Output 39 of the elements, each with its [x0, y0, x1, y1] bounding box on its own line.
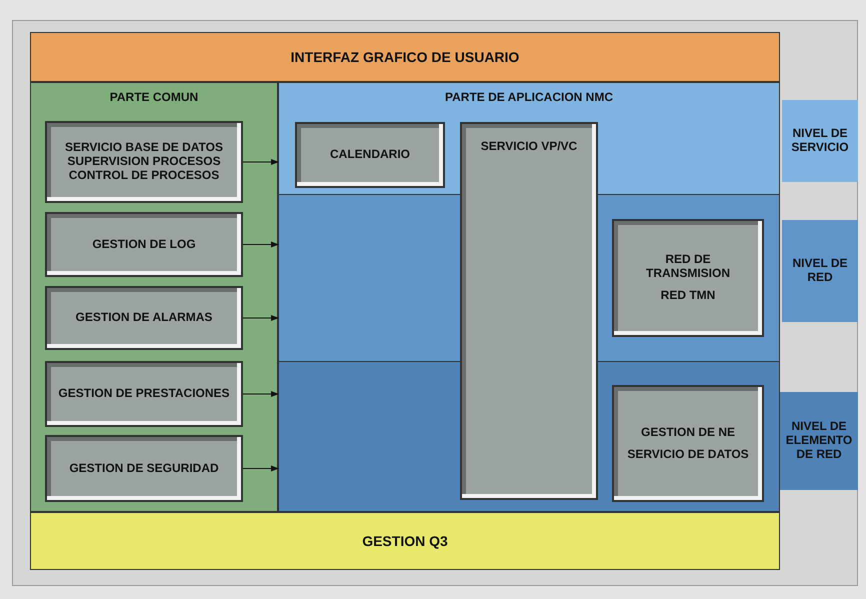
- box-label: CALENDARIO: [330, 148, 410, 162]
- box-label: NIVEL DE SERVICIO: [790, 127, 850, 155]
- panel-heading: PARTE DE APLICACION NMC: [445, 91, 613, 105]
- box-label: GESTION DE SEGURIDAD: [69, 462, 219, 476]
- arrow: [242, 466, 279, 472]
- arrow: [242, 242, 279, 248]
- module-box: [45, 121, 243, 203]
- interface-bar: [30, 32, 780, 82]
- box-label: RED DE TRANSMISION: [645, 253, 731, 281]
- panel-heading: PARTE COMUN: [110, 91, 198, 105]
- arrow: [242, 315, 279, 321]
- arrow: [242, 159, 279, 165]
- box-label: GESTION Q3: [362, 532, 448, 550]
- box-label: GESTION DE LOG: [92, 238, 196, 252]
- box-label: SERVICIO DE DATOS: [627, 448, 749, 462]
- box-label: SERVICIO BASE DE DATOS SUPERVISION PROCESOS CONTROL DE PROCESOS: [64, 141, 224, 183]
- module-box: [45, 286, 243, 350]
- box-label: GESTION DE PRESTACIONES: [58, 387, 230, 401]
- module-box: [612, 385, 764, 502]
- box-label: RED TMN: [660, 288, 716, 303]
- level-label-box: [782, 100, 858, 182]
- box-label: NIVEL DE ELEMENTO DE RED: [784, 420, 854, 462]
- common-part-panel: [30, 82, 278, 512]
- module-box: [612, 219, 764, 337]
- level-label-box: [782, 220, 858, 322]
- box-label: GESTION DE ALARMAS: [76, 311, 212, 325]
- module-box: [45, 361, 243, 427]
- application-part-panel: [278, 82, 780, 512]
- box-label: GESTION DE NE: [640, 426, 735, 440]
- box-label: SERVICIO VP/VC: [480, 140, 578, 154]
- module-box: [45, 435, 243, 502]
- level-label-box: [780, 392, 858, 490]
- box-label: INTERFAZ GRAFICO DE USUARIO: [290, 48, 520, 66]
- module-box: [295, 122, 445, 188]
- module-box: [460, 122, 598, 500]
- box-label: NIVEL DE RED: [791, 257, 849, 285]
- module-box: [45, 212, 243, 277]
- q3-bar: [30, 512, 780, 570]
- arrow: [242, 391, 279, 397]
